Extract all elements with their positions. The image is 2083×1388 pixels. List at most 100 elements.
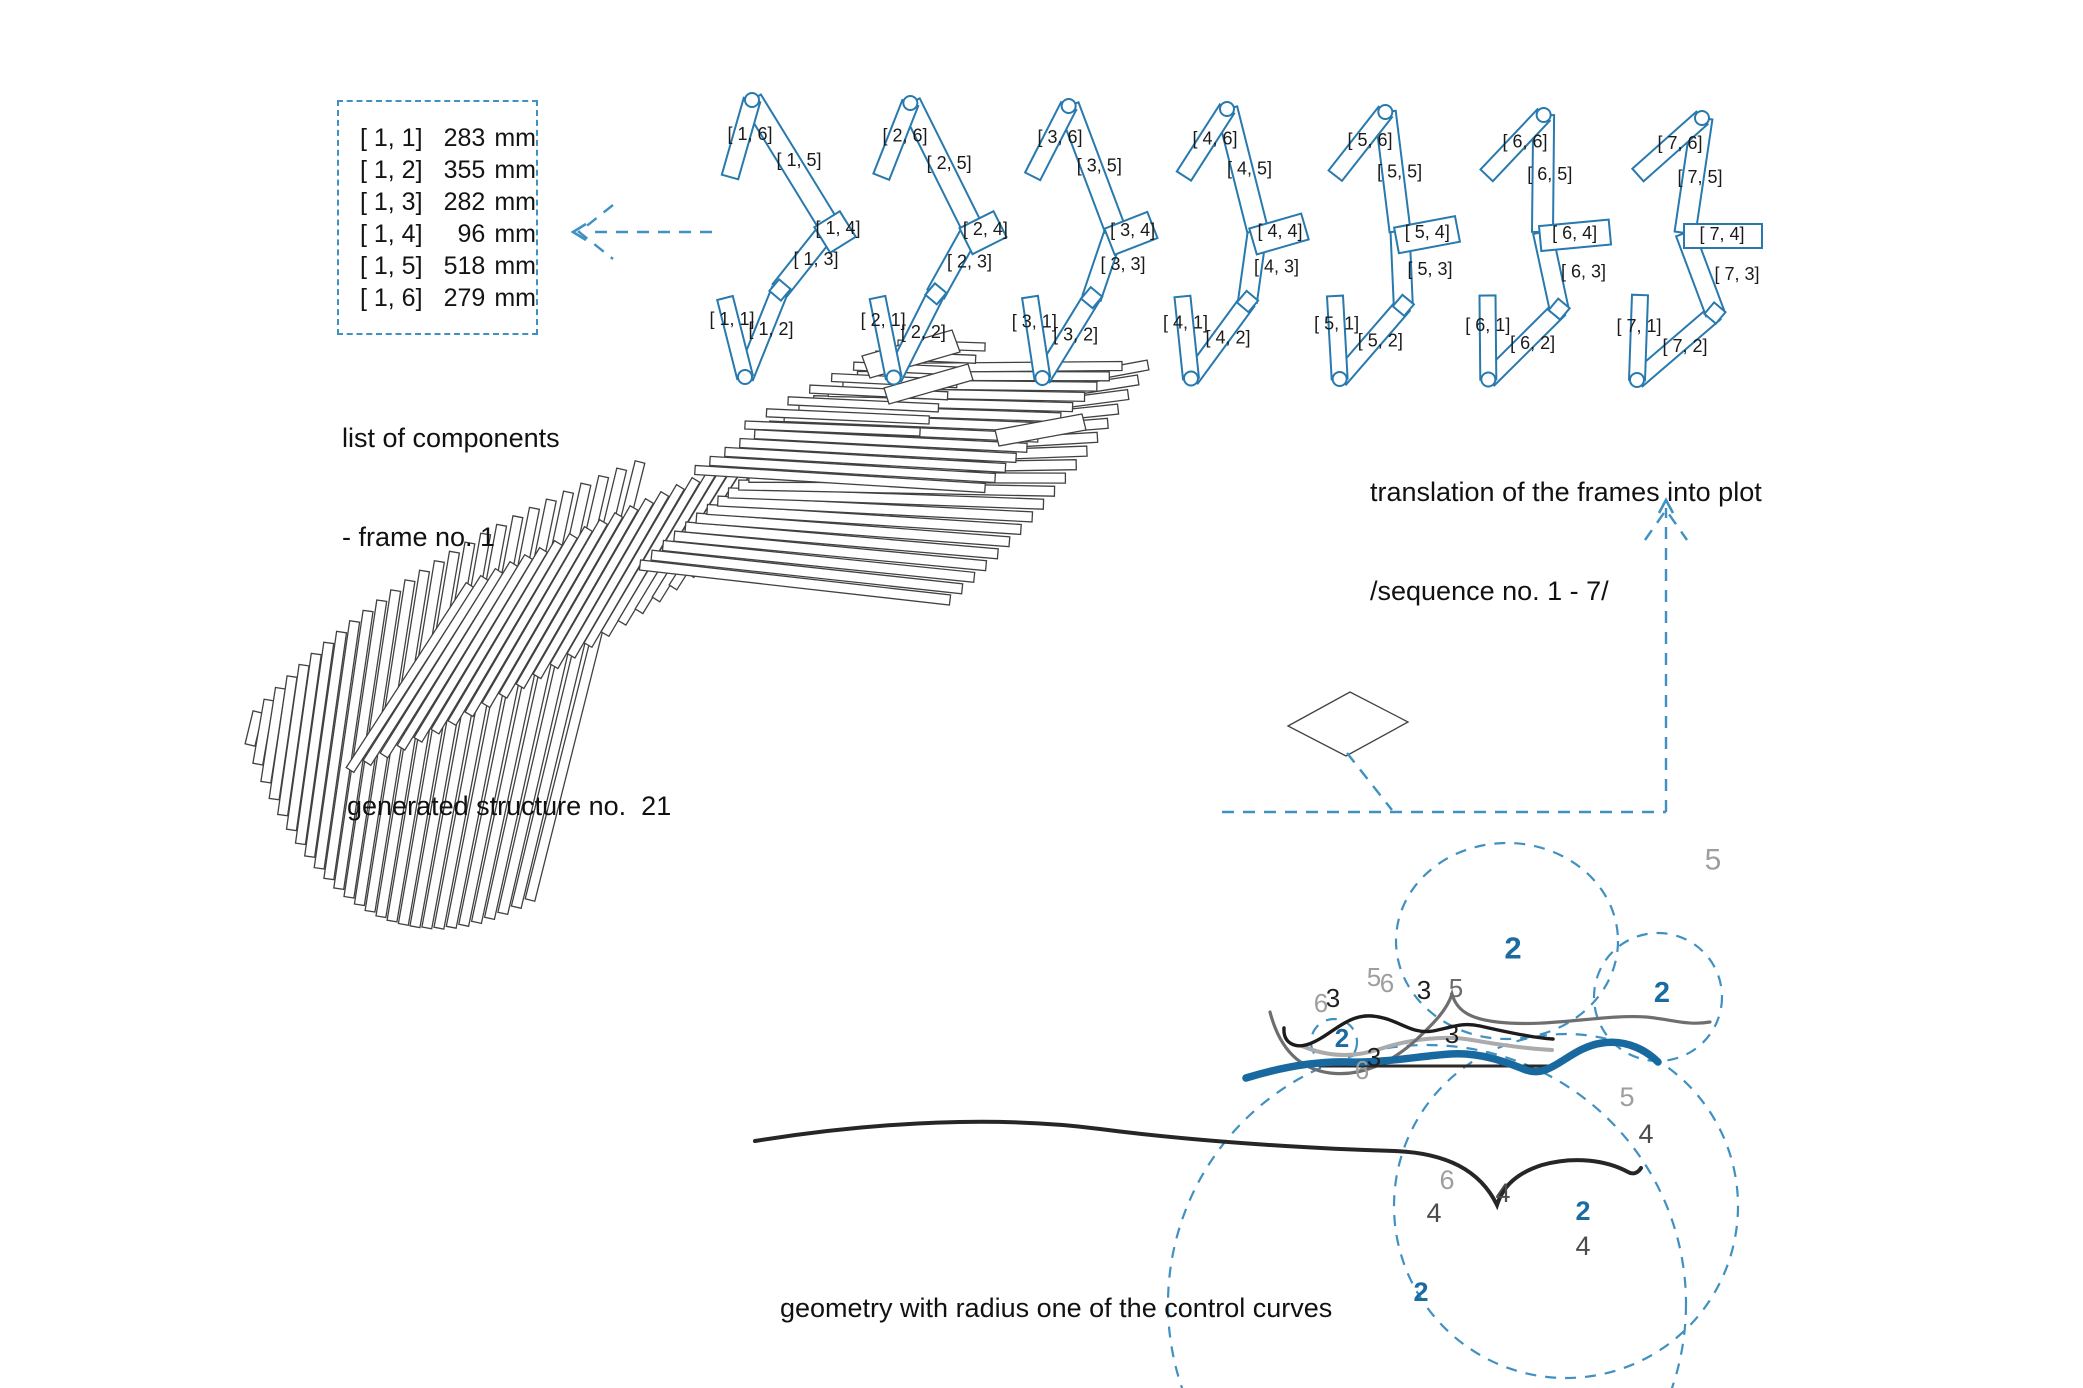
frame-node (902, 95, 919, 111)
frame-plot-6: [ 6, 1][ 6, 2][ 6, 3][ 6, 4][ 6, 5][ 6, … (1465, 107, 1613, 388)
structure-slat (303, 630, 348, 859)
curve-number: 4 (1495, 1178, 1510, 1208)
frame-member-label: [ 4, 6] (1192, 129, 1237, 149)
structure-slat (709, 455, 997, 484)
frame-joint (1391, 293, 1416, 318)
component-id: [ 1, 2] (360, 155, 423, 184)
frame-node (1480, 371, 1497, 388)
curve-number: 3 (1367, 1042, 1381, 1072)
structure-slat (716, 495, 1034, 523)
structure-slat (638, 559, 952, 606)
structure-slat (994, 413, 1087, 447)
component-unit: mm (494, 187, 536, 216)
component-unit: mm (494, 251, 536, 280)
connector-diagonal (1346, 752, 1393, 811)
curve-number: 2 (1335, 1023, 1349, 1053)
frame-member-4 (1537, 218, 1613, 253)
frame-member-1 (1325, 294, 1349, 381)
caption-line: list of components (342, 423, 560, 453)
curve-number: 5 (1367, 962, 1381, 992)
component-length: 283 (443, 123, 486, 152)
structure-slat (684, 521, 999, 560)
frame-node (1535, 107, 1552, 123)
curve-number: 5 (1705, 844, 1722, 877)
structure-slat (447, 539, 564, 727)
frame-node (1060, 98, 1077, 114)
frame-joint (1079, 285, 1104, 310)
frame-member-label: [ 2, 6] (882, 126, 927, 146)
frame-node (1377, 104, 1394, 120)
component-length: 282 (443, 187, 486, 216)
radius-circle-huge (1166, 1043, 1688, 1388)
structure-slat (744, 420, 921, 437)
control-curve-blue (1242, 1038, 1662, 1082)
frame-plot-7: [ 7, 1][ 7, 2][ 7, 3][ 7, 4][ 7, 5][ 7, … (1616, 110, 1763, 388)
structure-slat (244, 710, 264, 747)
curve-number: 2 (1504, 931, 1521, 966)
frame-node (1218, 101, 1235, 117)
frame-member-4 (1683, 223, 1763, 249)
structure-slat (706, 503, 1022, 536)
component-list-caption: list of components - frame no. 1 (342, 356, 560, 620)
frame-node (1693, 110, 1710, 126)
frame-plot-5: [ 5, 1][ 5, 2][ 5, 3][ 5, 4][ 5, 5][ 5, … (1314, 104, 1462, 387)
structure-slat (724, 446, 1007, 474)
frame-member-4 (1103, 210, 1159, 256)
curve-number: 6 (1380, 968, 1394, 998)
frame-member-label: [ 7, 1] (1616, 316, 1661, 336)
frame-member-label: [ 5, 4] (1405, 222, 1450, 242)
component-unit: mm (494, 283, 536, 312)
list-item: [ 1, 3] 282 mm (360, 186, 536, 218)
frame-node (885, 369, 902, 386)
control-curve-midgray (1268, 988, 1712, 1076)
structure-slat (294, 641, 335, 846)
curve-number: 2 (1575, 1196, 1590, 1226)
frame-member-label: [ 6, 1] (1465, 315, 1510, 335)
arrow-to-list-chevron (577, 204, 614, 260)
generated-structure-wireframe (244, 329, 1410, 930)
frame-member-label: [ 3, 1] (1012, 311, 1057, 331)
component-id: [ 1, 3] (360, 187, 423, 216)
structure-slat (650, 549, 964, 595)
frame-member-label: [ 5, 3] (1407, 259, 1452, 279)
curve-number: 6 (1314, 988, 1328, 1018)
frames-caption: translation of the frames into plot /seq… (1370, 410, 1762, 674)
frame-member-label: [ 7, 4] (1699, 224, 1744, 244)
frame-member-label: [ 4, 1] (1163, 313, 1208, 333)
control-curve-bottom (753, 1119, 1643, 1211)
structure-slat (727, 487, 1045, 510)
frame-node (1331, 371, 1348, 387)
frame-node (1628, 372, 1645, 388)
curve-number: 4 (1575, 1231, 1590, 1261)
component-length: 96 (457, 219, 486, 248)
radius-circle-small (1309, 1017, 1359, 1067)
structure-slat (252, 698, 275, 766)
structure-slat (481, 525, 594, 709)
frame-member-label: [ 1, 2] (748, 319, 793, 339)
frame-node (1182, 370, 1199, 387)
frame-member-label: [ 2, 2] (901, 322, 946, 342)
frame-member-4 (1248, 212, 1310, 256)
frame-plot-1: [ 1, 1][ 1, 2][ 1, 3][ 1, 4][ 1, 5][ 1, … (709, 92, 861, 385)
component-id: [ 1, 6] (360, 283, 423, 312)
structure-slat (464, 532, 579, 718)
frame-member-label: [ 3, 6] (1037, 127, 1082, 147)
structure-slat (532, 504, 639, 680)
structure-slat (1286, 691, 1410, 757)
structure-slat (333, 599, 388, 891)
frame-member-label: [ 3, 5] (1077, 156, 1122, 176)
frame-member-label: [ 5, 5] (1377, 161, 1422, 181)
structure-slat (566, 490, 670, 659)
frame-sequence-plots: [ 1, 1][ 1, 2][ 1, 3][ 1, 4][ 1, 5][ 1, … (709, 92, 1763, 388)
frame-member-1 (1627, 293, 1650, 382)
component-length: 355 (443, 155, 486, 184)
frame-member-label: [ 1, 3] (793, 249, 838, 269)
structure-slat (883, 363, 974, 405)
frame-member-label: [ 6, 3] (1561, 262, 1606, 282)
frame-member-label: [ 3, 3] (1100, 254, 1145, 274)
frame-member-label: [ 1, 4] (815, 218, 860, 238)
